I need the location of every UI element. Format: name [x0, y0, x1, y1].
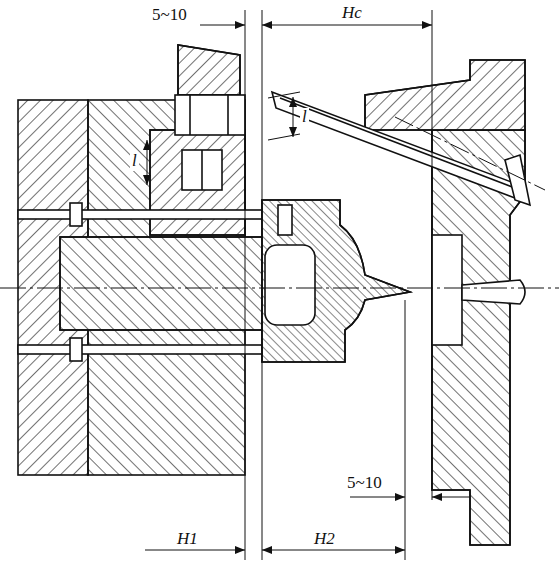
dimension-text: l: [300, 108, 309, 127]
dimension-text: l: [130, 152, 139, 171]
dimension-text: 5~10: [345, 474, 384, 493]
dimension-text: 5~10: [150, 6, 189, 25]
dimension-text: Hc: [340, 4, 364, 23]
dimension-text: H2: [312, 530, 337, 549]
dimension-text: H1: [175, 530, 200, 549]
